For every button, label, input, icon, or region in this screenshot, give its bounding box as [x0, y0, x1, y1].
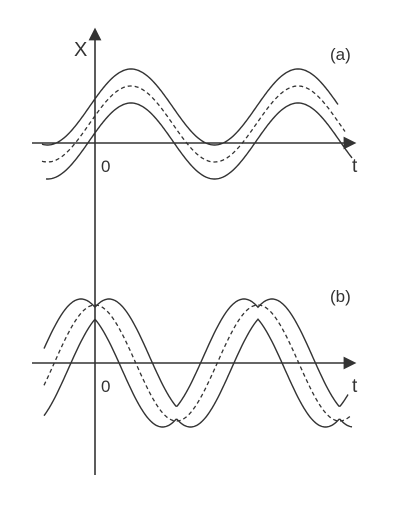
panel-b-time-label: t: [352, 376, 358, 397]
panel-a-upper-curve: [41, 68, 339, 146]
panel-b-label: (b): [330, 287, 351, 306]
panel-b-lower-envelope: [43, 318, 353, 428]
panel-a-time-label: t: [352, 156, 358, 177]
panel-b-origin-label: 0: [101, 377, 110, 396]
panel-a-label: (a): [330, 45, 351, 64]
panel-a-mean-curve: [41, 85, 346, 163]
panel-a: t 0 (a): [32, 45, 358, 180]
panel-a-lower-curve: [45, 102, 353, 180]
panel-b-upper-envelope: [43, 298, 349, 407]
panel-b: t 0 (b): [32, 287, 358, 428]
panel-b-mean-curve: [43, 304, 351, 422]
panel-a-origin-label: 0: [101, 157, 110, 176]
y-axis-label: X: [74, 39, 87, 61]
